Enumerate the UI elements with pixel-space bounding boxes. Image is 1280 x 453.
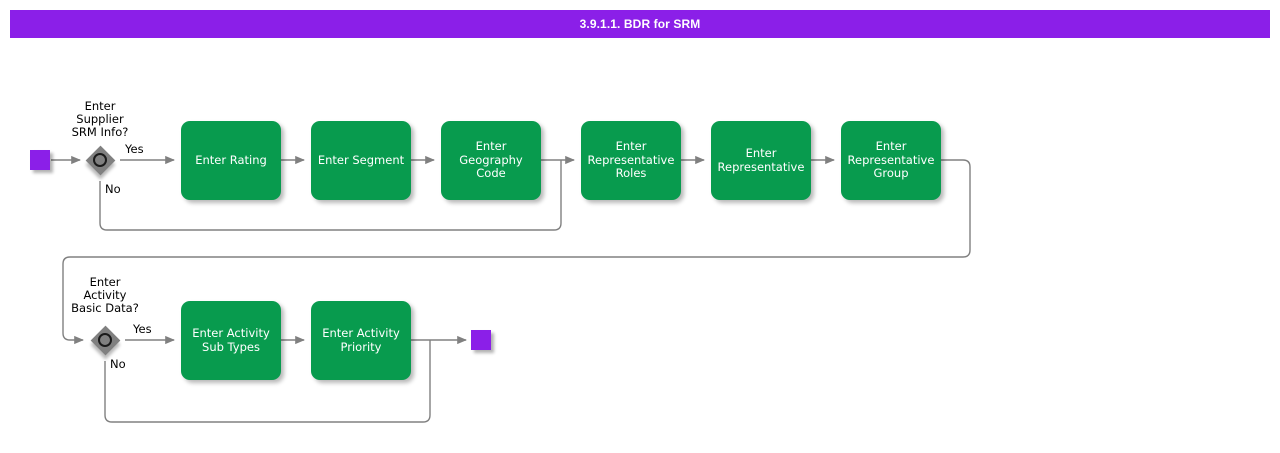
task-label: Enter Representative Group <box>847 139 935 181</box>
decision-supplier-srm-info[interactable] <box>85 145 115 175</box>
task-label: Enter Activity Priority <box>322 326 400 354</box>
task-label: Enter Representative <box>717 146 805 174</box>
decision-activity-basic-data-caption: Enter Activity Basic Data? <box>71 275 139 315</box>
diagram-title-bar: 3.9.1.1. BDR for SRM <box>10 10 1270 38</box>
task-enter-activity-sub-types[interactable]: Enter Activity Sub Types <box>181 301 281 380</box>
page-title: 3.9.1.1. BDR for SRM <box>579 17 701 31</box>
edge-label-decision1-yes: Yes <box>125 142 144 156</box>
task-enter-representative-group[interactable]: Enter Representative Group <box>841 121 941 200</box>
decision-supplier-srm-info-caption: Enter Supplier SRM Info? <box>71 99 129 139</box>
edge-label-decision1-no: No <box>105 182 121 196</box>
task-enter-representative[interactable]: Enter Representative <box>711 121 811 200</box>
task-enter-representative-roles[interactable]: Enter Representative Roles <box>581 121 681 200</box>
task-enter-rating[interactable]: Enter Rating <box>181 121 281 200</box>
decision-activity-basic-data[interactable] <box>90 325 120 355</box>
task-label: Enter Segment <box>317 152 405 167</box>
start-event[interactable] <box>30 150 50 170</box>
task-enter-geography-code[interactable]: Enter Geography Code <box>441 121 541 200</box>
task-enter-activity-priority[interactable]: Enter Activity Priority <box>311 301 411 380</box>
task-label: Enter Representative Roles <box>587 139 675 181</box>
edge-label-decision2-yes: Yes <box>133 322 152 336</box>
task-label: Enter Geography Code <box>459 139 523 181</box>
edge-label-decision2-no: No <box>110 357 126 371</box>
decision-circle-icon <box>93 153 107 167</box>
task-enter-segment[interactable]: Enter Segment <box>311 121 411 200</box>
decision-circle-icon <box>98 333 112 347</box>
end-event[interactable] <box>471 330 491 350</box>
task-label: Enter Activity Sub Types <box>192 326 270 354</box>
task-label: Enter Rating <box>195 152 267 167</box>
